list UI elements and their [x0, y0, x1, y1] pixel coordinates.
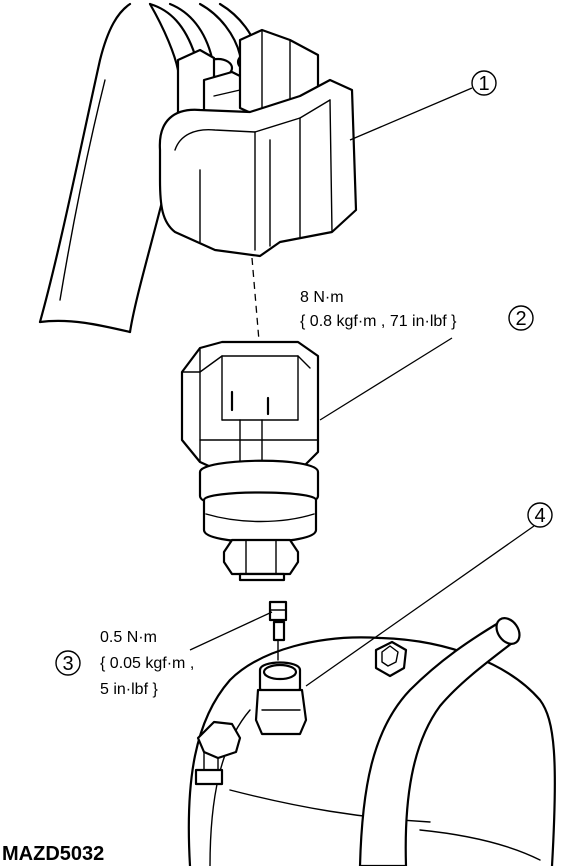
torque-3-nm: 0.5 N·m	[100, 629, 157, 646]
leader-1	[349, 87, 473, 141]
callout-3: 3	[55, 650, 81, 676]
callout-4: 4	[527, 502, 553, 528]
wiring-connector	[158, 28, 358, 258]
seal-parts	[268, 600, 288, 661]
hose-left	[38, 2, 180, 334]
callout-3-number: 3	[62, 653, 73, 675]
torque-2-nm: 8 N·m	[300, 289, 344, 306]
leader-2	[319, 337, 453, 421]
callout-1-number: 1	[478, 73, 489, 95]
torque-spec-fitting: 0.5 N·m { 0.05 kgf·m , 5 in·lbf }	[100, 629, 194, 698]
figure-code: MAZD5032	[2, 843, 104, 865]
callout-4-number: 4	[534, 505, 545, 527]
callout-1: 1	[471, 70, 497, 96]
torque-spec-switch: 8 N·m { 0.8 kgf·m , 71 in·lbf }	[300, 289, 457, 330]
lower-assembly	[187, 617, 556, 866]
torque-2-kgf-lbf: { 0.8 kgf·m , 71 in·lbf }	[300, 313, 457, 330]
torque-3-kgf: { 0.05 kgf·m ,	[100, 655, 194, 672]
pressure-switch	[180, 340, 320, 582]
leader-3	[189, 611, 273, 651]
torque-3-lbf: 5 in·lbf }	[100, 681, 158, 698]
leader-lines	[189, 87, 535, 687]
leader-4	[305, 525, 535, 687]
callout-2: 2	[508, 305, 534, 331]
callout-2-number: 2	[515, 308, 526, 330]
